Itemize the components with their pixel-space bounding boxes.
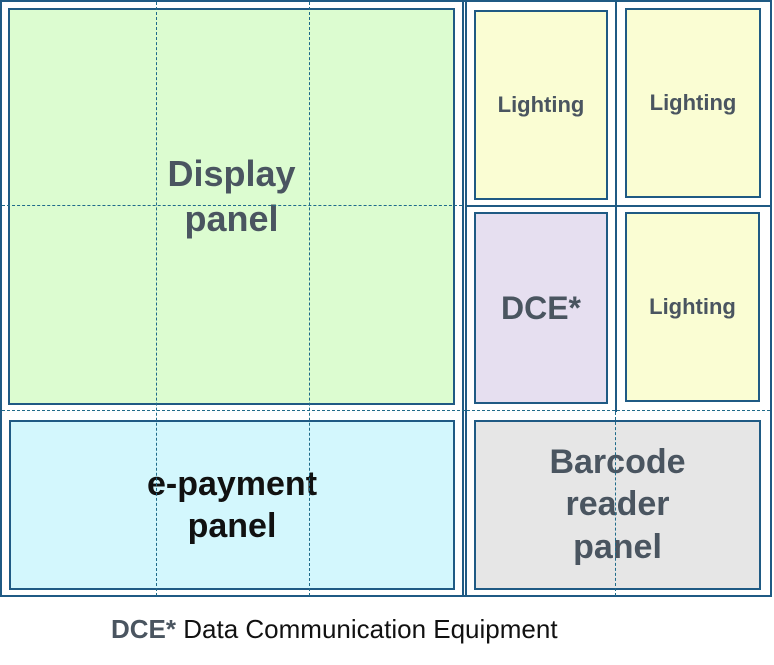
guide-line-vertical bbox=[309, 2, 310, 596]
right-column-divider bbox=[615, 2, 617, 412]
display-panel: Display panel bbox=[8, 8, 455, 405]
lighting-label: Lighting bbox=[649, 294, 736, 320]
display-panel-label: Display panel bbox=[167, 152, 296, 239]
right-row-divider bbox=[465, 205, 771, 207]
lighting-panel-top-right: Lighting bbox=[625, 8, 761, 198]
center-divider bbox=[462, 2, 464, 596]
panel-frame bbox=[0, 0, 772, 597]
lighting-label: Lighting bbox=[649, 90, 737, 116]
guide-line-vertical bbox=[615, 412, 616, 596]
dce-label: DCE* bbox=[500, 290, 581, 326]
barcode-reader-panel: Barcode reader panel bbox=[474, 420, 761, 590]
barcode-reader-panel-label: Barcode reader panel bbox=[549, 442, 686, 566]
guide-line-horizontal bbox=[2, 205, 462, 206]
guide-line-vertical bbox=[156, 2, 157, 596]
center-divider-inner bbox=[465, 2, 467, 596]
footnote-text: Data Communication Equipment bbox=[183, 614, 558, 644]
epayment-panel-label: e-payment panel bbox=[146, 464, 318, 546]
lighting-panel-mid-right: Lighting bbox=[625, 212, 760, 402]
footnote-abbreviation: DCE* bbox=[111, 614, 177, 644]
lighting-label: Lighting bbox=[497, 92, 585, 118]
lighting-panel-top-left: Lighting bbox=[474, 10, 608, 200]
dce-panel: DCE* bbox=[474, 212, 608, 404]
epayment-panel: e-payment panel bbox=[9, 420, 455, 590]
footnote: DCE* Data Communication Equipment bbox=[111, 614, 558, 645]
guide-line-horizontal bbox=[2, 410, 770, 411]
